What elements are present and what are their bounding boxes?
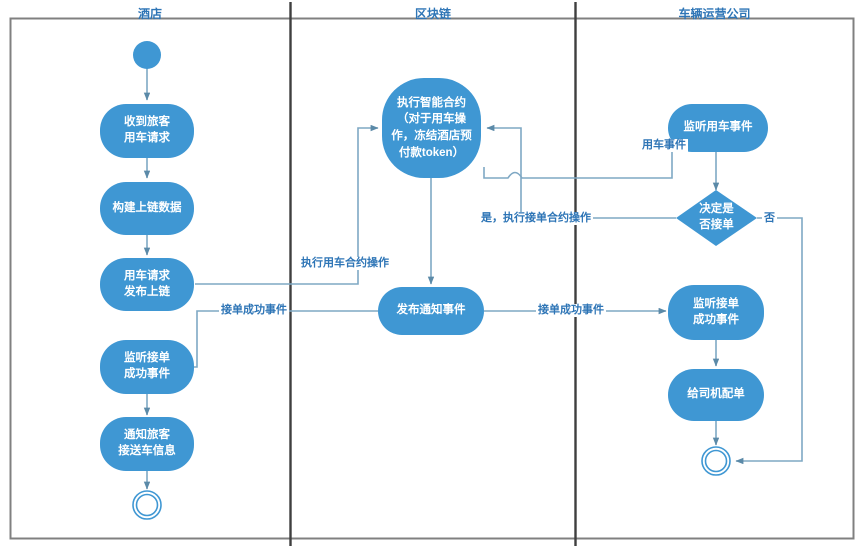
lane-title-hotel: 酒店: [137, 7, 162, 21]
edge-decide-yes-to-contract: [486, 124, 676, 219]
edge-label-exec-use-contract: 执行用车合约操作: [299, 257, 391, 270]
node-publish-on-chain-label: 用车请求 发布上链: [124, 269, 170, 298]
node-build-chain-data[interactable]: 构建上链数据: [100, 182, 194, 235]
node-notify-passenger-label: 通知旅客 接送车信息: [118, 429, 176, 457]
edge-label-no: 否: [762, 212, 777, 225]
node-listen-use-event-label: 监听用车事件: [683, 121, 753, 134]
node-execute-smart-contract[interactable]: 执行智能合约 （对于用车操 作，冻结酒店预 付款token）: [382, 78, 481, 178]
node-execute-smart-contract-label: 执行智能合约 （对于用车操 作，冻结酒店预 付款token）: [391, 96, 472, 159]
edge-label-use-event: 用车事件: [640, 139, 688, 152]
node-decide-shape: [676, 190, 757, 246]
node-decide-accept[interactable]: 决定是 否接单: [676, 190, 757, 246]
node-receive-request-label: 收到旅客 用车请求: [124, 116, 170, 144]
edge-label-accept-success-left: 接单成功事件: [219, 304, 289, 317]
lane-title-blockchain: 区块链: [414, 7, 451, 21]
outer-border: [9, 17, 855, 540]
lane-title-operator: 车辆运营公司: [678, 7, 751, 21]
edge-publish-to-contract: [195, 124, 379, 285]
node-receive-request[interactable]: 收到旅客 用车请求: [100, 104, 194, 158]
edge-label-yes-exec-accept: 是，执行接单合约操作: [479, 212, 593, 225]
edge-label-accept-success-right: 接单成功事件: [536, 304, 606, 317]
edge-decide-no-to-end: [735, 217, 803, 465]
node-hotel-listen-accept-label: 监听接单 成功事件: [124, 352, 170, 380]
node-op-listen-accept-label: 监听接单 成功事件: [693, 297, 739, 326]
node-op-listen-accept[interactable]: 监听接单 成功事件: [668, 285, 764, 340]
node-publish-notice-event[interactable]: 发布通知事件: [378, 287, 484, 335]
node-end-hotel-shape: [132, 490, 162, 520]
node-build-chain-data-label: 构建上链数据: [112, 201, 182, 214]
node-publish-notice-event-label: 发布通知事件: [396, 304, 466, 317]
node-decide-accept-label: 决定是 否接单: [699, 203, 734, 231]
node-notify-passenger[interactable]: 通知旅客 接送车信息: [100, 417, 194, 471]
edge-notice-to-listenuse: [483, 123, 676, 179]
node-assign-driver[interactable]: 给司机配单: [668, 369, 764, 421]
node-end-operator-shape: [701, 446, 731, 476]
node-hotel-listen-accept[interactable]: 监听接单 成功事件: [100, 340, 194, 394]
edge-notice-to-hotel-listen: [174, 310, 378, 371]
node-publish-on-chain[interactable]: 用车请求 发布上链: [100, 258, 194, 311]
node-assign-driver-label: 给司机配单: [687, 388, 745, 401]
node-start[interactable]: [133, 41, 161, 69]
